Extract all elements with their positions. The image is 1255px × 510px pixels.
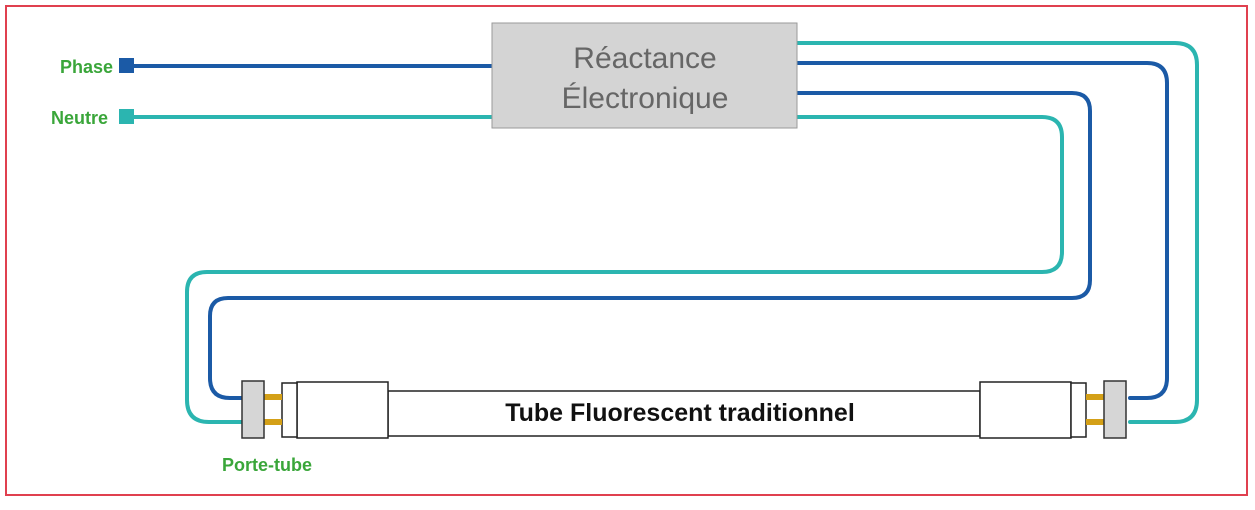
ballast-box — [491, 22, 798, 129]
phase-terminal — [119, 58, 134, 73]
ballast-label-line2: Électronique — [562, 82, 729, 115]
ballast-label-line1: Réactance — [573, 42, 716, 75]
lamp-holder-left — [241, 380, 265, 439]
tube-end-band-left — [281, 382, 298, 438]
tube-label: Tube Fluorescent traditionnel — [505, 399, 855, 427]
left-teal-wire — [185, 115, 1064, 424]
tube-end-cap-right — [979, 381, 1072, 439]
left-pin-bottom — [264, 419, 282, 425]
left-pin-top — [264, 394, 282, 400]
left-blue-wire — [208, 91, 1092, 400]
right-pin-bottom — [1086, 419, 1104, 425]
right-pin-top — [1086, 394, 1104, 400]
neutral-label: Neutre — [51, 108, 108, 128]
tube-end-cap-left — [296, 381, 389, 439]
lamp-holder-label: Porte-tube — [222, 455, 312, 475]
right-inner-wire — [795, 61, 1169, 400]
neutral-terminal — [119, 109, 134, 124]
right-outer-wire — [795, 41, 1199, 424]
tube-end-band-right — [1070, 382, 1087, 438]
lamp-holder-right — [1103, 380, 1127, 439]
phase-label: Phase — [60, 57, 113, 77]
diagram-frame — [5, 5, 1248, 496]
